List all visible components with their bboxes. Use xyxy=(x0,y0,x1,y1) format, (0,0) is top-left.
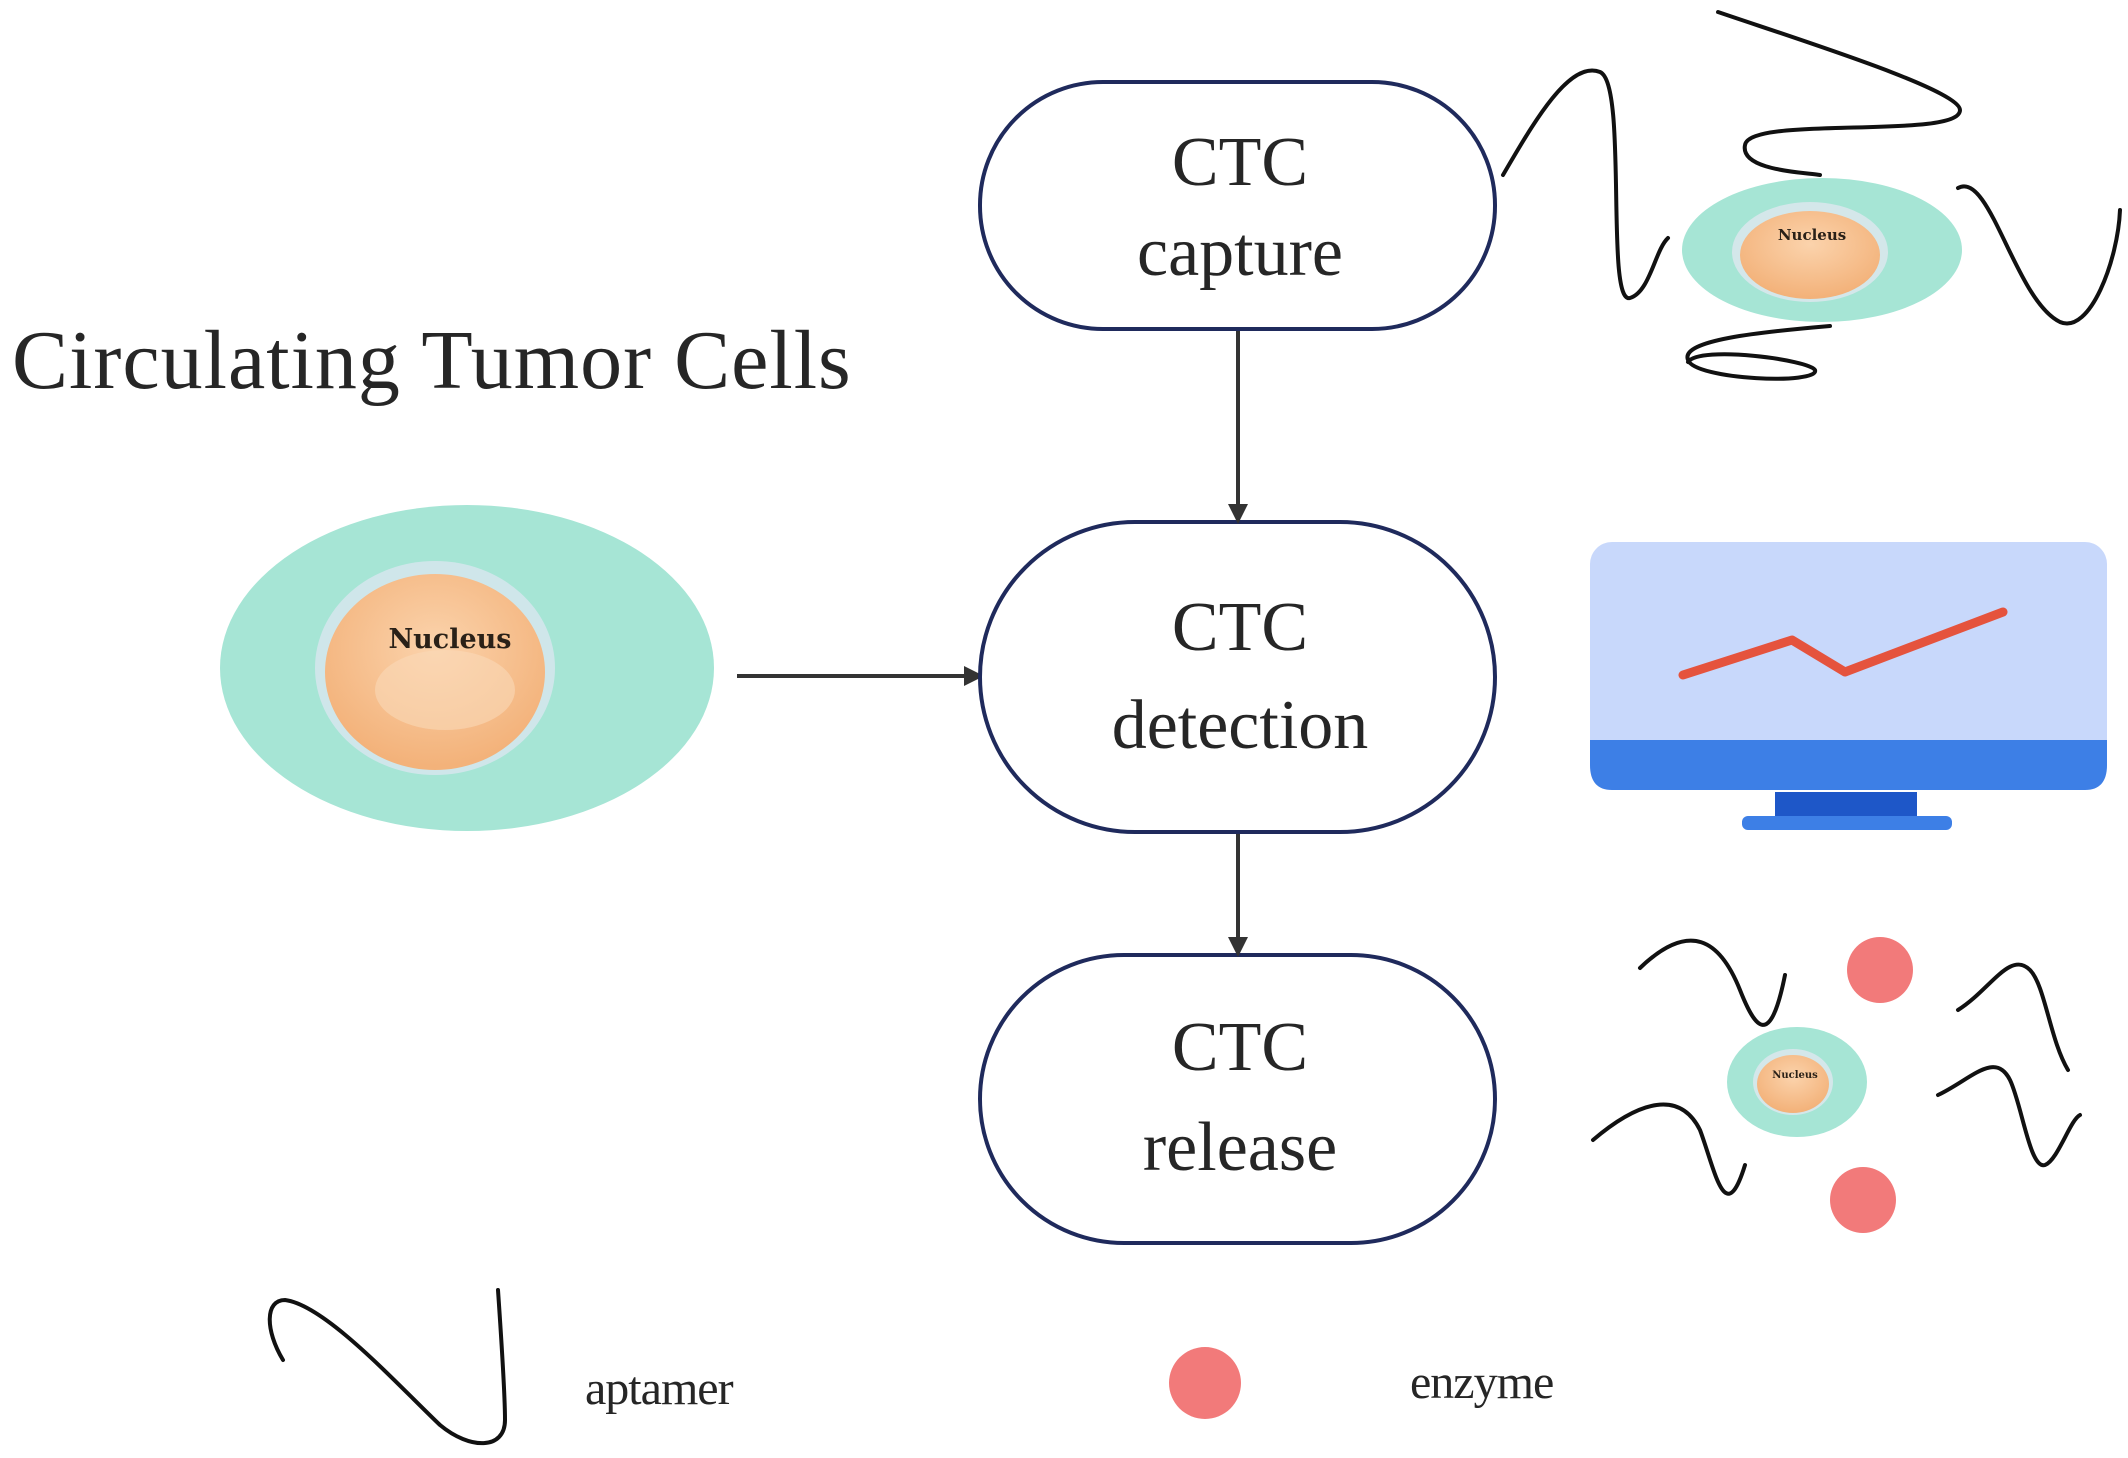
release-nucleus-label: Nucleus xyxy=(1772,1070,1818,1081)
enzyme-icon xyxy=(1847,937,1913,1003)
step-capture-box: CTC capture xyxy=(978,80,1497,331)
capture-nucleus-label: Nucleus xyxy=(1778,226,1846,244)
diagram-title: Circulating Tumor Cells xyxy=(12,314,852,407)
aptamer-wave-icon xyxy=(267,1288,508,1446)
chart-line xyxy=(1678,607,2008,680)
aptamer-wave-icon xyxy=(1685,324,1832,381)
tumor-cell-icon: Nucleus xyxy=(220,505,714,831)
aptamer-wave-icon xyxy=(1936,1065,2082,1168)
step-detection-line1: CTC xyxy=(1172,589,1308,666)
step-capture-line2: capture xyxy=(1137,214,1343,291)
aptamer-wave-icon xyxy=(1638,938,1787,1027)
step-detection-box: CTC detection xyxy=(978,520,1497,834)
release-illustration: Nucleus xyxy=(1591,937,2082,1233)
aptamer-wave-icon xyxy=(1956,962,2070,1072)
legend-aptamer-label: aptamer xyxy=(585,1362,734,1415)
step-detection-line2: detection xyxy=(1112,687,1369,764)
legend: aptamer enzyme xyxy=(267,1288,1554,1446)
step-capture-line1: CTC xyxy=(1172,124,1308,201)
legend-enzyme-label: enzyme xyxy=(1410,1356,1553,1409)
step-release-line1: CTC xyxy=(1172,1009,1308,1086)
nucleus-label: Nucleus xyxy=(388,624,511,655)
enzyme-icon xyxy=(1830,1167,1896,1233)
enzyme-icon xyxy=(1169,1347,1241,1419)
capture-illustration: Nucleus xyxy=(1501,10,2122,381)
step-release-box: CTC release xyxy=(978,953,1497,1245)
aptamer-wave-icon xyxy=(1591,1102,1747,1196)
aptamer-wave-icon xyxy=(1501,68,1670,300)
monitor-chart-icon xyxy=(1590,542,2107,830)
aptamer-wave-icon xyxy=(1956,184,2122,326)
step-release-line2: release xyxy=(1143,1109,1337,1186)
aptamer-wave-icon xyxy=(1716,10,1963,177)
